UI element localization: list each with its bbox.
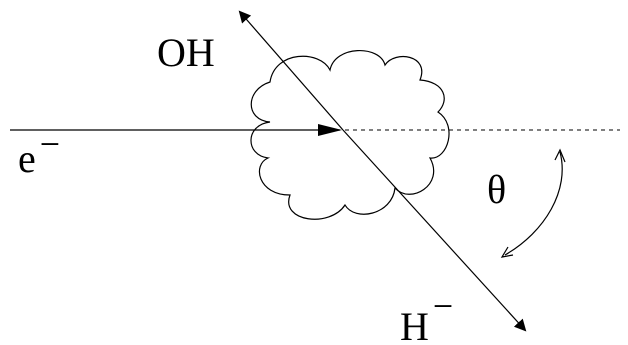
theta-arc-arrow-bottom <box>500 246 514 258</box>
theta-arc <box>504 151 563 256</box>
molecule-cloud <box>250 50 450 220</box>
theta-arc-arrow-top <box>554 148 566 163</box>
oh-label: OH <box>157 30 215 75</box>
electron-charge: − <box>40 124 60 164</box>
hminus-label: H− <box>400 286 453 345</box>
electron-base: e <box>18 136 36 181</box>
theta-label: θ <box>487 167 506 212</box>
hminus-charge: − <box>433 286 453 326</box>
incident-beam-arrowhead <box>318 124 342 136</box>
hminus-fragment-line <box>342 129 527 332</box>
electron-label: e− <box>18 124 60 181</box>
hminus-base: H <box>400 304 429 345</box>
oh-fragment-line <box>238 10 344 131</box>
